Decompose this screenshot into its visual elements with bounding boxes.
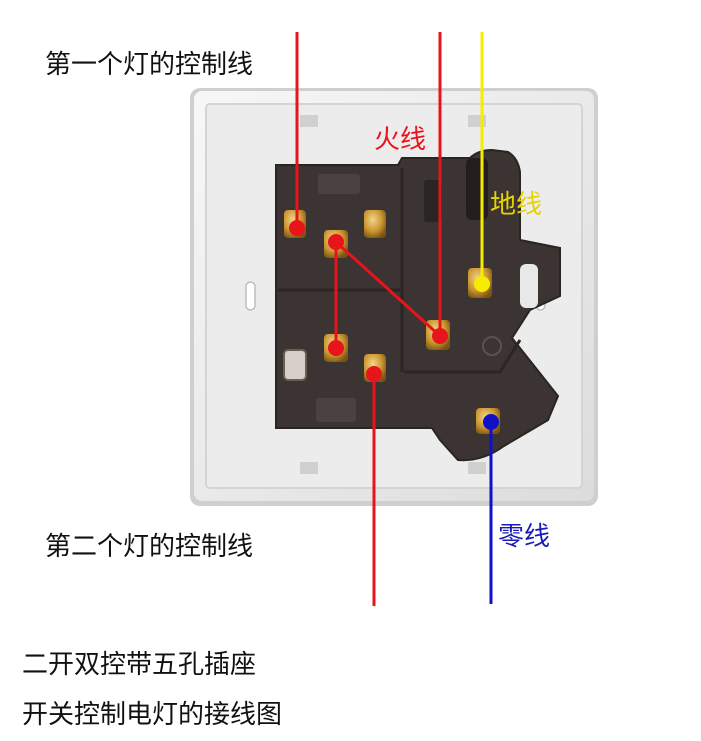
terminal-dot-second-light [366,366,382,382]
live-wire-label: 火线 [374,125,427,155]
jumper-wire-top [334,240,442,338]
terminal-dot-first-light [289,220,305,236]
terminal-l1-bottom [283,349,307,381]
second-light-control-label: 第二个灯的控制线 [45,532,254,562]
first-light-control-label: 第一个灯的控制线 [45,50,254,80]
caption-line-2: 开关控制电灯的接线图 [22,700,283,730]
earth-wire-label: 地线 [490,190,543,220]
terminal-l2-top [364,210,386,238]
terminal-dot-common-top [328,234,344,250]
terminal-dot-common-bottom [328,340,344,356]
terminal-dot-neutral [483,414,499,430]
wires [289,32,499,606]
caption-line-1: 二开双控带五孔插座 [22,650,257,680]
neutral-wire-label: 零线 [498,522,551,552]
terminal-dot-live [432,328,448,344]
terminal-dot-earth [474,276,490,292]
